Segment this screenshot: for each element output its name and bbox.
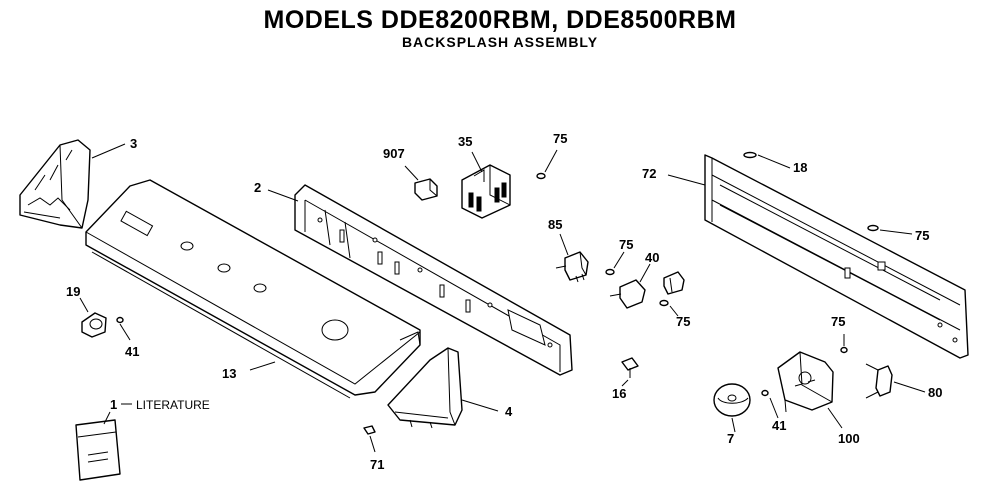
part-18-screw — [743, 151, 757, 159]
part-41-clip-left — [116, 316, 124, 324]
label-4: 4 — [505, 404, 513, 419]
diagram-subtitle: BACKSPLASH ASSEMBLY — [401, 34, 599, 50]
part-85-rotary-switch — [555, 251, 589, 283]
label-75-middle: 75 — [619, 237, 633, 252]
part-4-end-cap — [387, 347, 463, 429]
label-75-lower: 75 — [676, 314, 690, 329]
part-75-screw-middle — [605, 268, 615, 276]
part-75-screw-top — [536, 172, 546, 180]
part-100-timer — [777, 351, 834, 413]
part-72-mounting-plate — [704, 154, 969, 359]
label-2: 2 — [254, 180, 261, 195]
label-85: 85 — [548, 217, 562, 232]
part-41-clip-right — [761, 389, 769, 397]
label-41-right: 41 — [772, 418, 786, 433]
part-75-screw-lower — [659, 299, 669, 307]
label-907: 907 — [383, 146, 405, 161]
label-13: 13 — [222, 366, 236, 381]
label-18: 18 — [793, 160, 807, 175]
label-3: 3 — [130, 136, 137, 151]
part-75-screw-bottom-right — [840, 346, 848, 354]
label-7: 7 — [727, 431, 734, 446]
part-2-backsplash-frame — [294, 184, 573, 376]
part-40-switch — [609, 271, 685, 309]
part-19-knob — [81, 312, 107, 338]
part-1-literature — [75, 419, 121, 481]
label-1: 1 — [110, 397, 117, 412]
part-7-timer-knob — [713, 383, 751, 417]
part-35-switch-assembly — [461, 164, 511, 219]
label-71: 71 — [370, 457, 384, 472]
label-literature: LITERATURE — [136, 398, 210, 412]
label-16: 16 — [612, 386, 626, 401]
label-35: 35 — [458, 134, 472, 149]
part-80-connector — [865, 363, 893, 399]
part-16-screw — [621, 357, 639, 378]
diagram-title: MODELS DDE8200RBM, DDE8500RBM — [263, 6, 737, 34]
part-3-end-cap — [19, 139, 91, 229]
label-75-top: 75 — [553, 131, 567, 146]
label-75-bottom-right: 75 — [831, 314, 845, 329]
part-13-console-panel — [85, 179, 421, 399]
part-71-screw — [363, 425, 376, 435]
label-19: 19 — [66, 284, 80, 299]
label-80: 80 — [928, 385, 942, 400]
label-41-left: 41 — [125, 344, 139, 359]
label-75-right: 75 — [915, 228, 929, 243]
label-100: 100 — [838, 431, 860, 446]
part-907-connector — [414, 178, 438, 201]
label-72: 72 — [642, 166, 656, 181]
part-75-screw-right — [867, 224, 879, 232]
label-40: 40 — [645, 250, 659, 265]
